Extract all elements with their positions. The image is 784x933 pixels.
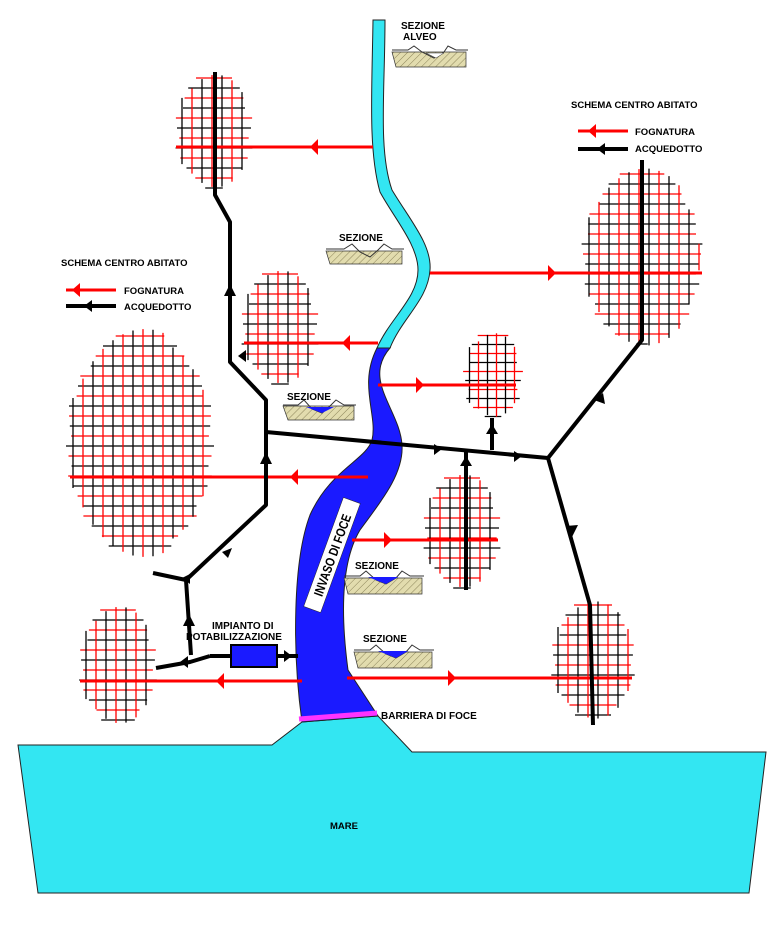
aqueduct-arrows	[180, 284, 605, 668]
sewer-arrows	[216, 139, 556, 689]
treatment-plant-box	[230, 644, 278, 668]
section-alveo-label-1: SEZIONE	[401, 21, 445, 32]
section-2	[282, 399, 356, 421]
treatment-plant-label-2: POTABILIZZAZIONE	[186, 632, 282, 643]
section-1	[325, 243, 404, 265]
river	[371, 19, 431, 349]
section-3-label: SEZIONE	[355, 561, 399, 572]
section-3	[343, 570, 424, 595]
settlement-e-small	[463, 333, 523, 418]
legend-left-sewer-label: FOGNATURA	[124, 286, 184, 297]
aqueduct-lines	[152, 72, 644, 726]
legend-right-sewer-label: FOGNATURA	[635, 127, 695, 138]
invaso-label-bg	[303, 497, 361, 613]
section-4	[353, 644, 434, 669]
settlement-w	[66, 329, 214, 557]
settlement-c	[241, 271, 319, 385]
settlement-e-mid	[423, 475, 501, 589]
legend-right-title: SCHEMA CENTRO ABITATO	[571, 100, 698, 111]
treatment-plant-label-1: IMPIANTO DI	[212, 621, 274, 632]
section-1-label: SEZIONE	[339, 233, 383, 244]
legend-right-aqueduct-label: ACQUEDOTTO	[635, 144, 702, 155]
sewer-lines	[70, 145, 702, 683]
legend-right: SCHEMA CENTRO ABITATO FOGNATURA ACQUEDOT…	[571, 100, 702, 155]
barrier	[298, 710, 378, 722]
sea-label: MARE	[330, 821, 358, 832]
section-alveo-label-2: ALVEO	[403, 32, 437, 43]
section-2-label: SEZIONE	[287, 392, 331, 403]
section-4-label: SEZIONE	[363, 634, 407, 645]
barrier-label: BARRIERA DI FOCE	[381, 711, 477, 722]
legend-left-title: SCHEMA CENTRO ABITATO	[61, 258, 188, 269]
legend-left-aqueduct-label: ACQUEDOTTO	[124, 302, 191, 313]
section-alveo	[391, 45, 468, 68]
settlement-sw	[79, 607, 157, 723]
legend-left: SCHEMA CENTRO ABITATO FOGNATURA ACQUEDOT…	[61, 258, 191, 313]
sea	[17, 715, 767, 894]
